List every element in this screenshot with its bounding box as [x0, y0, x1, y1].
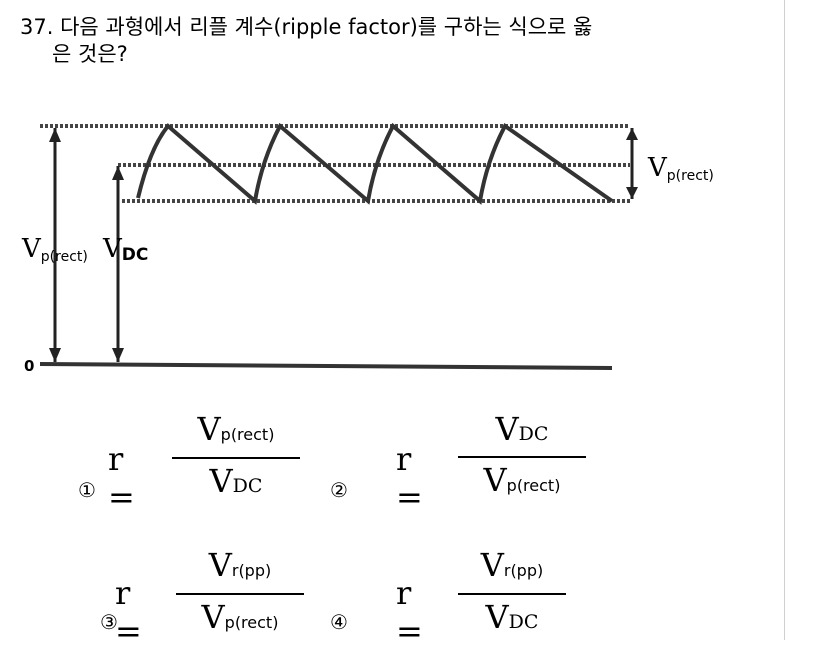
label-zero: 0 [24, 357, 34, 375]
option-3-fraction-bar [176, 593, 304, 595]
option-2-denominator: Vp(rect) [483, 461, 561, 499]
zero-baseline [39, 362, 613, 370]
ripple-arrow-head-down [626, 187, 638, 199]
option-2-fraction-bar [458, 456, 586, 458]
option-1-fraction: Vp(rect) VDC [172, 410, 300, 505]
page-divider [784, 0, 785, 640]
option-3-mark: ③ [100, 610, 118, 634]
vp-arrow-head-up [49, 128, 61, 142]
option-2-numerator: VDC [495, 410, 549, 448]
option-4-denominator: VDC [485, 598, 539, 636]
label-vp-left: Vp(rect) [21, 234, 88, 265]
option-4-lhs: r = [396, 574, 423, 650]
label-vdc: VDC [102, 234, 148, 265]
ripple-arrow-head-up [626, 128, 638, 140]
question-line2: 은 것은? [52, 42, 128, 66]
vdc-arrow-head-down [112, 348, 124, 362]
option-1-numerator: Vp(rect) [197, 410, 275, 448]
question-line1: 다음 과형에서 리플 계수(ripple factor)를 구하는 식으로 옳 [60, 15, 593, 39]
option-3-lhs: r = [115, 574, 142, 650]
option-1-mark: ① [78, 478, 96, 502]
option-4-fraction: Vr(pp) VDC [458, 546, 566, 641]
label-vp-right: Vp(rect) [647, 153, 714, 184]
option-4-mark: ④ [330, 610, 348, 634]
option-4-fraction-bar [458, 593, 566, 595]
ripple-waveform [136, 122, 614, 205]
option-4-numerator: Vr(pp) [480, 546, 544, 584]
option-3-numerator: Vr(pp) [208, 546, 272, 584]
option-3-denominator: Vp(rect) [201, 598, 279, 636]
vp-arrow-head-down [49, 348, 61, 362]
option-1-lhs: r = [108, 440, 135, 516]
option-2-fraction: VDC Vp(rect) [458, 410, 586, 505]
option-1-denominator: VDC [209, 462, 263, 500]
question-number: 37. [20, 15, 54, 39]
option-1-fraction-bar [172, 457, 300, 459]
vdc-arrow-head-up [112, 166, 124, 180]
ripple-waveform-figure: Vp(rect) VDC Vp(rect) 0 [21, 122, 714, 375]
option-3-fraction: Vr(pp) Vp(rect) [176, 546, 304, 642]
option-2-mark: ② [330, 478, 348, 502]
option-2-lhs: r = [396, 440, 423, 516]
question-text: 37. 다음 과형에서 리플 계수(ripple factor)를 구하는 식으… [20, 14, 770, 68]
